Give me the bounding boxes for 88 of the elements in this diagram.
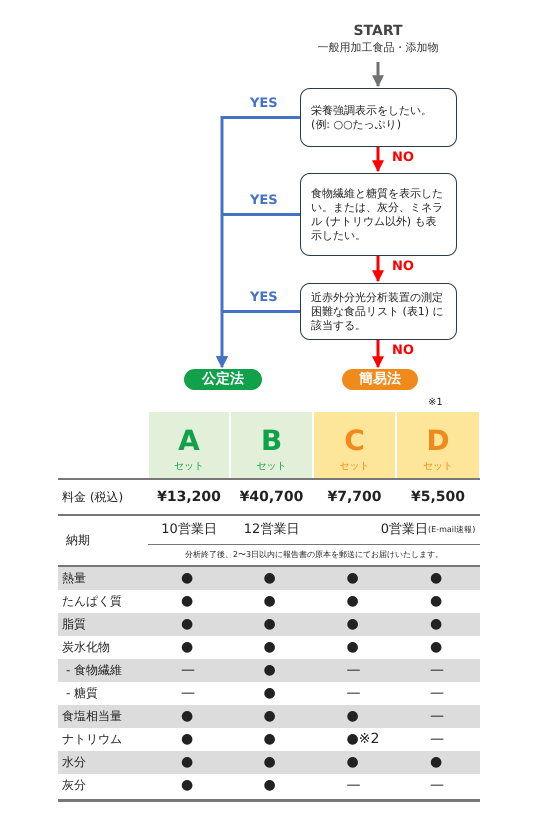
- arrow: [216, 310, 300, 368]
- set-letter: A: [177, 426, 201, 456]
- set-label: セット: [256, 460, 288, 474]
- nutrient-name: - 糖質: [65, 685, 100, 702]
- availability-mark: —: [430, 661, 445, 680]
- start-subtitle: 一般用加工食品・添加物: [316, 40, 440, 56]
- decision-box: 栄養強調表示をしたい。(例: ○○たっぷり): [300, 88, 457, 147]
- availability-mark: ●: [264, 730, 277, 749]
- availability-mark: ●: [181, 592, 194, 611]
- availability-mark: —: [346, 684, 362, 703]
- set-letter: C: [343, 426, 366, 456]
- result-pill: 簡易法: [342, 369, 418, 390]
- nutrient-name: たんぱく質: [62, 593, 123, 610]
- availability-mark: ●: [264, 615, 277, 634]
- row-heading: 納期: [65, 532, 91, 549]
- arrow: [372, 340, 384, 368]
- availability-mark: ●※2: [346, 730, 380, 749]
- availability-mark: —: [181, 684, 196, 703]
- availability-mark: —: [430, 730, 445, 749]
- arrow: [372, 147, 384, 172]
- price-value: ¥40,700: [238, 488, 304, 507]
- nutrient-name: 脂質: [62, 616, 87, 633]
- availability-mark: ●: [181, 615, 194, 634]
- delivery-note: (E-mail速報): [428, 524, 476, 536]
- arrow: [372, 62, 384, 88]
- nutrient-name: 熱量: [62, 570, 87, 587]
- availability-mark: ●: [181, 638, 194, 657]
- availability-mark: ●: [264, 753, 277, 772]
- decision-box: 食物繊維と糖質を表示したい。または、灰分、ミネラル (ナトリウム以外) も表示したい。: [300, 173, 457, 256]
- availability-mark: —: [346, 661, 362, 680]
- availability-mark: ●: [181, 753, 194, 772]
- price-value: ¥7,700: [326, 488, 383, 507]
- availability-mark: ●: [264, 569, 277, 588]
- availability-mark: ●: [181, 707, 194, 726]
- price-value: ¥5,500: [410, 488, 466, 507]
- edge-label: NO: [392, 259, 414, 274]
- delivery-days: 0営業日: [360, 517, 428, 543]
- availability-mark: —: [346, 776, 362, 795]
- set-label: セット: [173, 460, 205, 474]
- start-title: START: [352, 22, 404, 40]
- arrow: [372, 256, 384, 282]
- edge-label: YES: [250, 96, 278, 110]
- availability-mark: —: [181, 661, 196, 680]
- availability-mark: ●: [430, 638, 444, 657]
- footnote-mark: ※1: [428, 396, 444, 410]
- availability-mark: ●: [430, 592, 444, 611]
- row-heading: 料金 (税込): [62, 489, 124, 506]
- availability-mark: ●: [346, 592, 360, 611]
- availability-mark: ●: [264, 592, 277, 611]
- availability-mark: ●: [346, 569, 360, 588]
- nutrient-name: ナトリウム: [62, 731, 123, 748]
- decision-box: 近赤外分光分析装置の測定困難な食品リスト (表1) に該当する。: [300, 283, 457, 340]
- availability-mark: —: [430, 707, 445, 726]
- set-label: セット: [422, 460, 454, 474]
- edge-label: YES: [250, 290, 278, 304]
- nutrient-name: - 食物繊維: [65, 662, 124, 679]
- availability-mark: ●: [346, 707, 360, 726]
- set-letter: B: [260, 426, 284, 456]
- nutrient-name: 炭水化物: [62, 639, 111, 656]
- availability-mark: ●: [181, 569, 194, 588]
- availability-mark: ●: [264, 776, 277, 795]
- price-value: ¥13,200: [156, 488, 222, 507]
- nutrient-name: 灰分: [62, 777, 87, 794]
- availability-mark: —: [430, 684, 445, 703]
- availability-mark: ●: [346, 638, 360, 657]
- edge-label: NO: [392, 150, 414, 165]
- availability-mark: ●: [430, 615, 444, 634]
- availability-mark: ●: [264, 684, 277, 703]
- availability-mark: ●: [430, 569, 444, 588]
- delivery-days: 12営業日: [230, 517, 313, 543]
- set-label: セット: [338, 460, 370, 474]
- delivery-note: 分析終了後、2〜3日以内に報告書の原本を郵送にてお届けいたします。: [184, 549, 444, 561]
- availability-mark: ●: [264, 707, 277, 726]
- availability-mark: ●: [181, 730, 194, 749]
- delivery-days: 10営業日: [148, 517, 230, 543]
- availability-mark: ●: [264, 661, 277, 680]
- edge-label: YES: [250, 192, 278, 208]
- nutrient-name: 食塩相当量: [62, 708, 123, 725]
- availability-mark: ●: [346, 615, 360, 634]
- set-letter: D: [425, 426, 451, 456]
- availability-mark: ●: [430, 753, 444, 772]
- nutrient-name: 水分: [62, 754, 87, 771]
- availability-mark: ●: [346, 753, 360, 772]
- availability-mark: —: [430, 776, 445, 795]
- result-pill: 公定法: [184, 369, 262, 390]
- availability-mark: ●: [264, 638, 277, 657]
- availability-mark: ●: [181, 776, 194, 795]
- edge-label: NO: [392, 343, 414, 358]
